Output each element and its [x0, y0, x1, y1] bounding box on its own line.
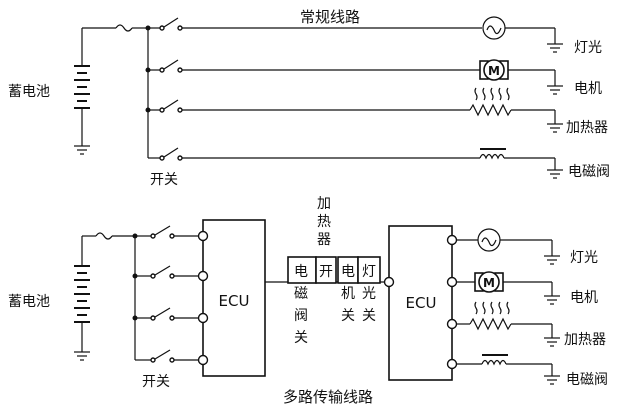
svg-text:M: M [488, 64, 500, 78]
row-solenoid: 电磁阀 [148, 147, 610, 180]
lamp-icon [477, 228, 501, 252]
conventional-circuit: 常规线路 蓄电池 [8, 8, 610, 188]
ground-icon [544, 295, 560, 305]
svg-text:M: M [483, 276, 495, 290]
solenoid-coil-icon [481, 354, 508, 366]
lamp-icon [482, 16, 506, 40]
switch-icon [163, 17, 179, 28]
heater-switch-box: 开 [315, 256, 337, 284]
motor-switch-box: 电 机 关 [337, 256, 359, 324]
switch-icon [154, 225, 171, 236]
svg-text:关: 关 [362, 308, 376, 324]
switch-label: 开关 [150, 172, 178, 188]
ecu-right: ECU [383, 225, 458, 381]
output-light: 灯光 [456, 228, 598, 266]
switch-icon [154, 265, 171, 276]
svg-text:电: 电 [294, 264, 308, 280]
row-light: 灯光 [148, 16, 602, 56]
load-label-light: 灯光 [574, 40, 602, 56]
ecu-right-label: ECU [406, 294, 437, 312]
load-label-motor: 电机 [570, 290, 598, 306]
fuse-icon [95, 232, 113, 240]
battery [74, 28, 90, 155]
switch-icon [163, 59, 179, 70]
svg-text:关: 关 [341, 308, 355, 324]
conventional-title: 常规线路 [300, 8, 360, 26]
row-heater: 加热器 [148, 87, 608, 136]
ground-icon [547, 43, 563, 53]
ground-icon [544, 337, 560, 347]
heater-resistor-icon [469, 301, 512, 331]
battery [74, 236, 90, 361]
ground-icon [547, 123, 563, 133]
svg-text:阀: 阀 [294, 308, 308, 324]
heater-resistor-icon [469, 87, 512, 117]
heater-switch-label-3: 器 [317, 232, 331, 248]
motor-icon: M [479, 59, 509, 81]
ground-icon [547, 169, 563, 179]
load-label-solenoid: 电磁阀 [566, 372, 608, 388]
ground-icon [544, 375, 560, 385]
switch-icon [163, 99, 179, 110]
solenoid-coil-icon [479, 148, 506, 160]
svg-text:电: 电 [341, 264, 355, 280]
svg-text:机: 机 [341, 286, 355, 302]
heater-switch-label-1: 加 [317, 196, 331, 212]
load-label-solenoid: 电磁阀 [568, 164, 610, 180]
ground-icon [544, 255, 560, 265]
load-label-light: 灯光 [570, 250, 598, 266]
switch-icon [154, 307, 171, 318]
multiplex-circuit: 蓄电池 [8, 196, 608, 406]
switch-row-3 [135, 307, 198, 321]
output-heater: 加热器 [456, 301, 606, 348]
switch-row-4 [135, 349, 198, 363]
switch-icon [163, 147, 179, 158]
svg-text:开: 开 [319, 264, 333, 280]
light-switch-box: 灯 光 关 [357, 256, 381, 324]
svg-text:光: 光 [362, 286, 376, 302]
switch-row-2 [135, 265, 198, 279]
ecu-left-label: ECU [219, 292, 250, 310]
svg-text:磁: 磁 [294, 286, 308, 302]
ground-icon [547, 85, 563, 95]
load-label-motor: 电机 [574, 81, 602, 97]
load-label-heater: 加热器 [564, 332, 606, 348]
multiplex-title: 多路传输线路 [283, 388, 373, 406]
switch-label: 开关 [142, 374, 170, 390]
heater-switch-label-2: 热 [317, 214, 331, 230]
load-label-heater: 加热器 [566, 120, 608, 136]
fuse-icon [115, 24, 133, 32]
switch-icon [154, 349, 171, 360]
output-motor: M 电机 [456, 271, 598, 306]
row-motor: M 电机 [148, 59, 602, 97]
output-solenoid: 电磁阀 [456, 354, 608, 388]
motor-icon: M [474, 271, 504, 293]
svg-text:关: 关 [294, 330, 308, 346]
battery-label: 蓄电池 [8, 294, 50, 310]
svg-text:灯: 灯 [362, 264, 376, 280]
solenoid-switch-box: 电 磁 阀 关 [287, 256, 317, 346]
switch-row-1 [135, 225, 198, 239]
battery-label: 蓄电池 [8, 84, 50, 100]
ecu-left: ECU [197, 219, 266, 377]
